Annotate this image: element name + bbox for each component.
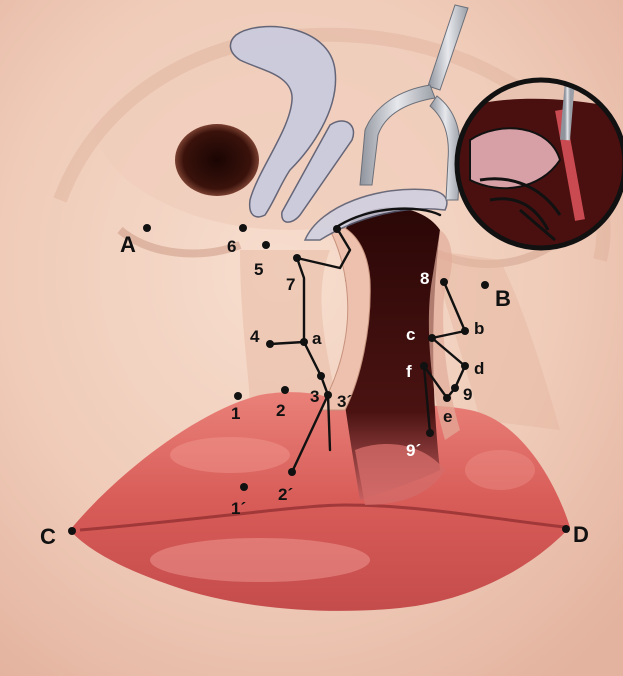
point-7 <box>293 254 301 262</box>
label-9: 9 <box>463 385 472 404</box>
point-D <box>562 525 570 533</box>
point-C <box>68 527 76 535</box>
label-2p: 2´ <box>278 485 293 504</box>
point-9p <box>426 429 434 437</box>
point-9 <box>451 384 459 392</box>
point-d <box>461 362 469 370</box>
point-a <box>300 338 308 346</box>
point-3 <box>317 372 325 380</box>
point-A <box>143 224 151 232</box>
label-3p: 3´ <box>337 392 352 411</box>
point-b <box>461 327 469 335</box>
point-1 <box>234 392 242 400</box>
point-e <box>443 394 451 402</box>
label-f: f <box>406 362 412 381</box>
label-a: a <box>312 329 322 348</box>
label-9p: 9´ <box>406 441 421 460</box>
point-4 <box>266 340 274 348</box>
label-5: 5 <box>254 260 263 279</box>
label-C: C <box>40 524 56 549</box>
point-8 <box>440 278 448 286</box>
point-6 <box>239 224 247 232</box>
label-4: 4 <box>250 327 260 346</box>
label-e: e <box>443 407 452 426</box>
point-B <box>481 281 489 289</box>
point-c <box>428 334 436 342</box>
point-1p <box>240 483 248 491</box>
point-2 <box>281 386 289 394</box>
label-d: d <box>474 359 484 378</box>
label-A: A <box>120 232 136 257</box>
label-3: 3 <box>310 387 319 406</box>
point-5 <box>262 241 270 249</box>
left-nostril <box>175 124 259 196</box>
label-c: c <box>406 325 415 344</box>
label-1p: 1´ <box>231 499 246 518</box>
label-6: 6 <box>227 237 236 256</box>
point-f <box>420 362 428 370</box>
point-top <box>333 225 341 233</box>
label-2: 2 <box>276 401 285 420</box>
label-D: D <box>573 522 589 547</box>
label-B: B <box>495 286 511 311</box>
point-3p <box>324 391 332 399</box>
label-7: 7 <box>286 275 295 294</box>
label-8: 8 <box>420 269 429 288</box>
point-2p <box>288 468 296 476</box>
label-b: b <box>474 319 484 338</box>
label-1: 1 <box>231 404 240 423</box>
